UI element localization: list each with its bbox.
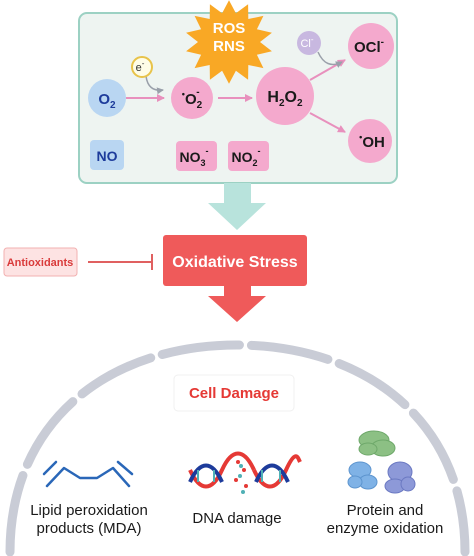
svg-text:NO2-: NO2- xyxy=(231,146,260,168)
ros-rns-burst-icon: ROS RNS xyxy=(186,0,272,84)
o2-sub: 2 xyxy=(110,100,116,111)
lipid-caption-line-1: Lipid peroxidation xyxy=(30,502,148,519)
electron-base: e xyxy=(136,62,142,74)
hydroxyl-base: OH xyxy=(362,134,385,151)
nitric-oxide-box: NO xyxy=(90,140,124,170)
svg-text:e-: e- xyxy=(136,59,145,74)
svg-text:O2: O2 xyxy=(98,91,116,111)
antioxidants-label: Antioxidants xyxy=(7,257,74,269)
protein-caption: Protein and enzyme oxidation xyxy=(310,502,460,538)
protein-caption-line-2: enzyme oxidation xyxy=(326,520,444,537)
chloride-sup: - xyxy=(311,35,314,44)
h2o2-o: O xyxy=(285,89,297,106)
svg-text:•OH: •OH xyxy=(359,132,385,151)
ros-label: ROS xyxy=(213,20,246,37)
hypochlorite-base: OCl xyxy=(354,39,381,56)
hypochlorite-sup: - xyxy=(381,37,384,48)
chloride-node: Cl- xyxy=(297,31,321,55)
cell-damage-box: Cell Damage xyxy=(173,374,295,412)
hydroxyl-node: •OH xyxy=(348,119,392,163)
svg-text:•O2-: •O2 - xyxy=(182,87,203,111)
superoxide-sup: - xyxy=(196,87,199,98)
antioxidants-box: Antioxidants xyxy=(3,247,78,277)
stress-to-damage-arrow xyxy=(208,286,266,322)
dna-helix-icon xyxy=(188,451,302,494)
oxidative-stress-box: Oxidative Stress xyxy=(163,235,307,286)
o2-base: O xyxy=(98,91,110,108)
h2o2-o-sub: 2 xyxy=(297,98,303,109)
nitrite-box: NO2- xyxy=(228,141,269,171)
nitrate-base: NO xyxy=(179,149,200,165)
nitrate-sub: 3 xyxy=(200,158,205,168)
arrow-chloride xyxy=(317,51,343,68)
svg-text:Cl-: Cl- xyxy=(300,35,313,50)
protein-structures-icon xyxy=(347,430,416,494)
arrow-h2o2-to-hydroxyl xyxy=(309,112,346,133)
chloride-base: Cl xyxy=(300,38,310,50)
arrow-electron xyxy=(145,75,164,95)
nitrite-base: NO xyxy=(231,149,252,165)
nitrate-sup: - xyxy=(206,146,209,156)
no-label: NO xyxy=(97,148,118,164)
h2o2-h-sub: 2 xyxy=(279,98,285,109)
cell-dome-outline xyxy=(5,340,470,556)
superoxide-dot: • xyxy=(182,89,185,99)
hydrogen-peroxide-node: H2O2 xyxy=(256,67,314,125)
superoxide-node: •O2 - xyxy=(171,77,213,119)
panel-to-stress-arrow xyxy=(208,183,266,230)
nitrate-box: NO3- xyxy=(176,141,217,171)
lipid-caption: Lipid peroxidation products (MDA) xyxy=(14,502,164,538)
superoxide-sub: 2 xyxy=(197,100,203,111)
rns-label: RNS xyxy=(213,38,245,55)
nitrite-sup: - xyxy=(258,146,261,156)
svg-text:NO3-: NO3- xyxy=(179,146,208,168)
hypochlorite-node: OCl- xyxy=(348,23,394,69)
svg-text:OCl-: OCl- xyxy=(354,37,384,56)
electron-node: e- xyxy=(131,56,153,78)
dna-caption-line-1: DNA damage xyxy=(192,510,282,527)
superoxide-base: O xyxy=(185,91,197,108)
lipid-molecule-icon xyxy=(42,460,134,488)
svg-text:H2O2: H2O2 xyxy=(267,89,303,109)
oxygen-node: O2 xyxy=(88,79,126,117)
lipid-caption-line-2: products (MDA) xyxy=(36,520,142,537)
cell-damage-label: Cell Damage xyxy=(189,385,279,402)
dna-caption: DNA damage xyxy=(170,510,304,528)
nitrite-sub: 2 xyxy=(252,158,257,168)
inhibition-line xyxy=(88,254,153,270)
oxidative-stress-label: Oxidative Stress xyxy=(172,254,298,271)
electron-sup: - xyxy=(142,59,145,68)
protein-caption-line-1: Protein and xyxy=(346,502,424,519)
hydroxyl-dot: • xyxy=(359,132,362,142)
h2o2-h: H xyxy=(267,89,279,106)
